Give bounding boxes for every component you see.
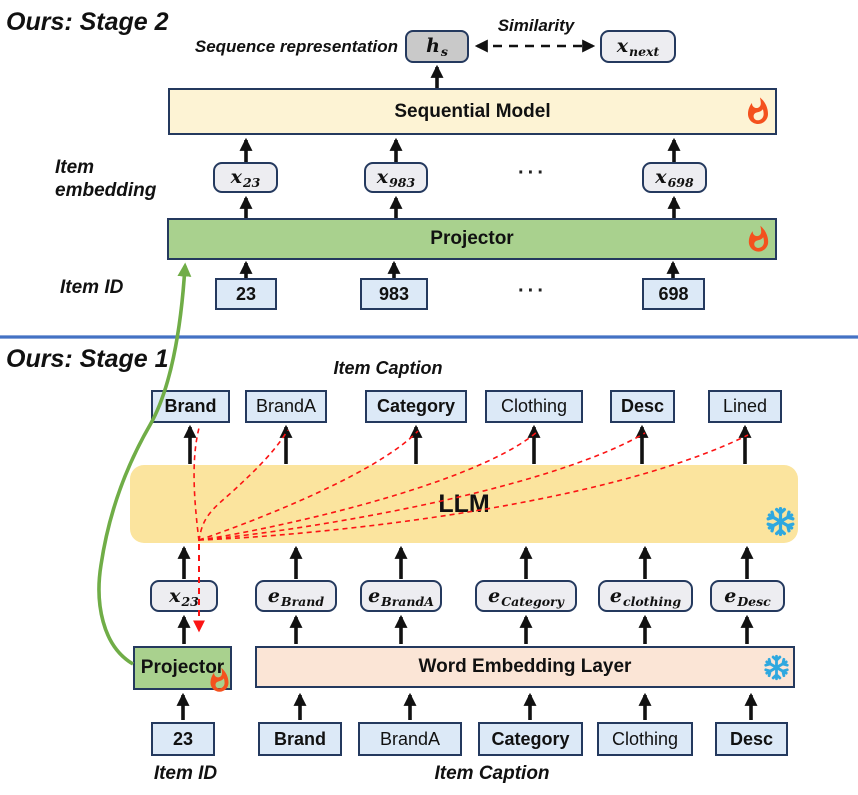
e-desc-base: e bbox=[724, 584, 737, 607]
x983-base: x bbox=[376, 166, 389, 188]
stage2-projector-label: Projector bbox=[430, 228, 514, 249]
ellipsis-embeddings: ··· bbox=[518, 162, 547, 184]
e-category-base: e bbox=[488, 584, 501, 607]
stage1-item-id-label: Item ID bbox=[153, 763, 218, 784]
token-23: 23 bbox=[151, 722, 215, 756]
s1-x23-sub: 23 bbox=[181, 593, 199, 609]
xnext-base: x bbox=[616, 35, 629, 57]
stage1-projector-box: Projector bbox=[133, 646, 232, 690]
e-brand-base: e bbox=[267, 584, 280, 607]
caption-brand: Brand bbox=[151, 390, 230, 423]
e-branda-base: e bbox=[368, 584, 381, 607]
stage2-item-id-label: Item ID bbox=[60, 277, 124, 298]
similarity-label: Similarity bbox=[497, 16, 575, 35]
stage2-id-983: 983 bbox=[360, 278, 428, 310]
e-clothing-base: e bbox=[609, 584, 622, 607]
caption-category: Category bbox=[365, 390, 467, 423]
llm-label: LLM bbox=[438, 489, 490, 518]
e-category-sub: Category bbox=[501, 593, 564, 609]
word-embedding-layer-label: Word Embedding Layer bbox=[418, 656, 632, 677]
x698-sub: 698 bbox=[667, 175, 694, 190]
x23-sub: 23 bbox=[242, 175, 261, 190]
item-caption-bottom-label: Item Caption bbox=[434, 763, 550, 784]
token-brand: Brand bbox=[258, 722, 342, 756]
caption-lined: Lined bbox=[708, 390, 782, 423]
s1-x23-base: x bbox=[169, 584, 181, 607]
stage2-title: Ours: Stage 2 bbox=[6, 8, 169, 36]
stage2-id-23: 23 bbox=[215, 278, 277, 310]
sequential-model-box: Sequential Model bbox=[168, 88, 777, 135]
e-brand-sub: Brand bbox=[281, 593, 325, 609]
token-branda: BrandA bbox=[358, 722, 462, 756]
hs-base: h bbox=[426, 35, 440, 57]
x983-sub: 983 bbox=[389, 175, 416, 190]
x23-base: x bbox=[230, 166, 242, 188]
sequence-representation-label: Sequence representation bbox=[194, 37, 398, 56]
item-caption-top-label: Item Caption bbox=[333, 358, 443, 378]
xnext-sub: next bbox=[629, 44, 660, 59]
x698-base: x bbox=[655, 166, 667, 188]
token-desc: Desc bbox=[715, 722, 788, 756]
stage1-title: Ours: Stage 1 bbox=[6, 345, 169, 373]
item-embedding-line1: Item bbox=[55, 157, 95, 178]
word-embedding-layer-box: Word Embedding Layer bbox=[255, 646, 795, 688]
e-desc-sub: Desc bbox=[737, 593, 771, 609]
item-embedding-label: Item embedding bbox=[55, 156, 156, 202]
stage2-projector-box: Projector bbox=[167, 218, 777, 260]
token-category: Category bbox=[478, 722, 583, 756]
stage1-projector-label: Projector bbox=[140, 657, 225, 678]
sequential-model-label: Sequential Model bbox=[394, 100, 551, 122]
llm-box: LLM bbox=[130, 465, 798, 543]
caption-branda: BrandA bbox=[245, 390, 327, 423]
caption-clothing: Clothing bbox=[485, 390, 583, 423]
hs-sub: s bbox=[440, 44, 448, 59]
item-embedding-line2: embedding bbox=[55, 180, 157, 201]
ellipsis-ids: ··· bbox=[518, 280, 547, 302]
caption-desc: Desc bbox=[610, 390, 675, 423]
e-clothing-sub: clothing bbox=[622, 593, 682, 609]
stage2-id-698: 698 bbox=[642, 278, 705, 310]
token-clothing: Clothing bbox=[597, 722, 693, 756]
e-branda-sub: BrandA bbox=[381, 593, 434, 609]
